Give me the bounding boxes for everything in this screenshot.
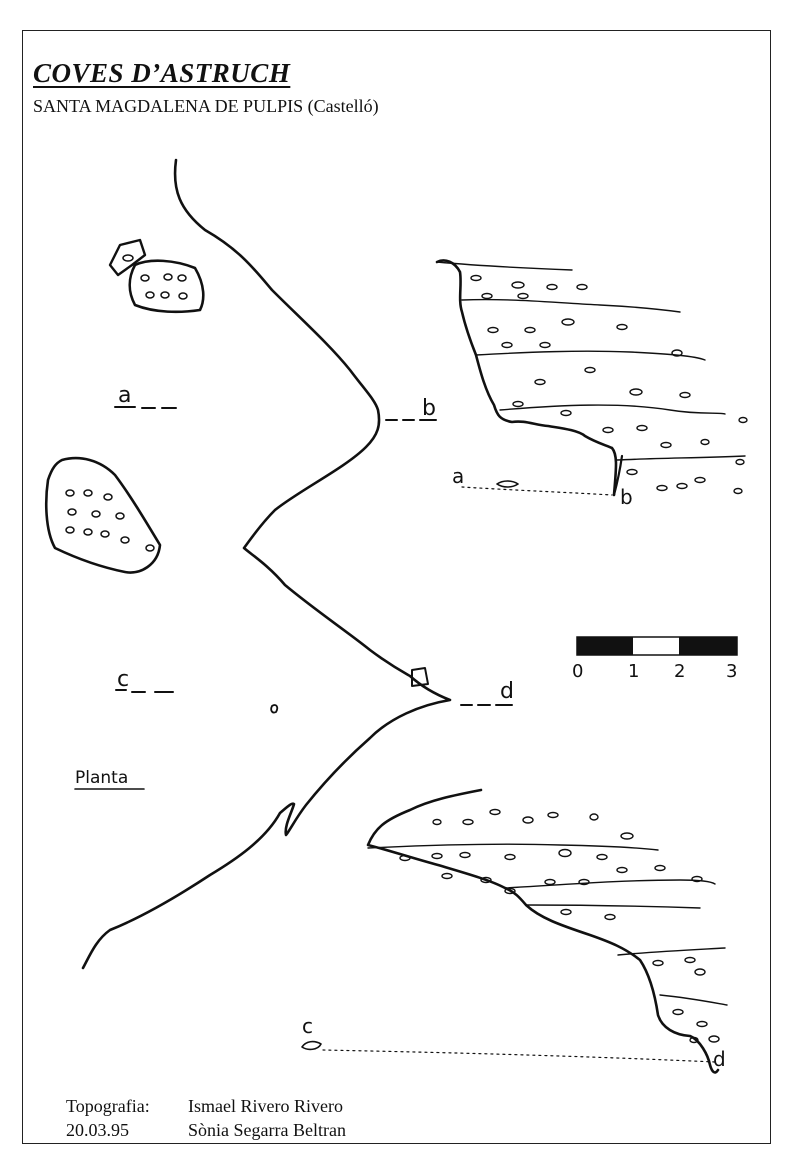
scale-tick-0: 0 bbox=[572, 661, 583, 682]
scale-tick-2: 2 bbox=[674, 661, 685, 682]
profile-cd-end: d bbox=[713, 1047, 726, 1071]
marker-c-dash bbox=[115, 689, 174, 693]
plan-label: Planta bbox=[75, 768, 128, 788]
map-frame bbox=[22, 30, 771, 1144]
plan-rock-tiny bbox=[411, 667, 429, 687]
marker-a: a bbox=[118, 383, 131, 408]
scale-tick-1: 1 bbox=[628, 661, 639, 682]
profile-cd bbox=[301, 788, 728, 1074]
profile-cd-pebbles bbox=[399, 808, 720, 1044]
plan-pebbles bbox=[65, 254, 188, 552]
profile-cd-start: c bbox=[302, 1014, 313, 1038]
map-subtitle: SANTA MAGDALENA DE PULPIS (Castelló) bbox=[33, 96, 379, 116]
plan-rock-small bbox=[108, 238, 147, 277]
plan-rock-lower bbox=[44, 456, 162, 574]
scale-segment-0 bbox=[577, 637, 633, 655]
plan-dot bbox=[270, 704, 279, 714]
profile-ab bbox=[435, 259, 746, 497]
scale-tick-3: 3 bbox=[726, 661, 737, 682]
marker-b: b bbox=[422, 396, 436, 421]
profile-ab-end: b bbox=[620, 485, 633, 509]
map-title: COVES D’ASTRUCH bbox=[33, 58, 291, 88]
marker-d: d bbox=[500, 679, 514, 704]
plan-wall-line bbox=[81, 158, 452, 970]
credits-date: 20.03.95 bbox=[66, 1120, 129, 1140]
credits-author-1: Ismael Rivero Rivero bbox=[188, 1096, 343, 1116]
scale-outline bbox=[576, 636, 738, 656]
credits-label: Topografia: bbox=[66, 1096, 150, 1116]
credits-author-2: Sònia Segarra Beltran bbox=[188, 1120, 346, 1140]
scale-segment-1 bbox=[633, 637, 679, 655]
scale-segment-2 bbox=[679, 637, 737, 655]
plan-rock-upper bbox=[128, 259, 205, 314]
profile-ab-pebbles bbox=[470, 274, 748, 495]
scale-bar: 0 1 2 3 bbox=[572, 636, 738, 682]
marker-c: c bbox=[117, 667, 129, 692]
marker-a-dash bbox=[114, 406, 177, 409]
profile-ab-start: a bbox=[452, 464, 464, 488]
